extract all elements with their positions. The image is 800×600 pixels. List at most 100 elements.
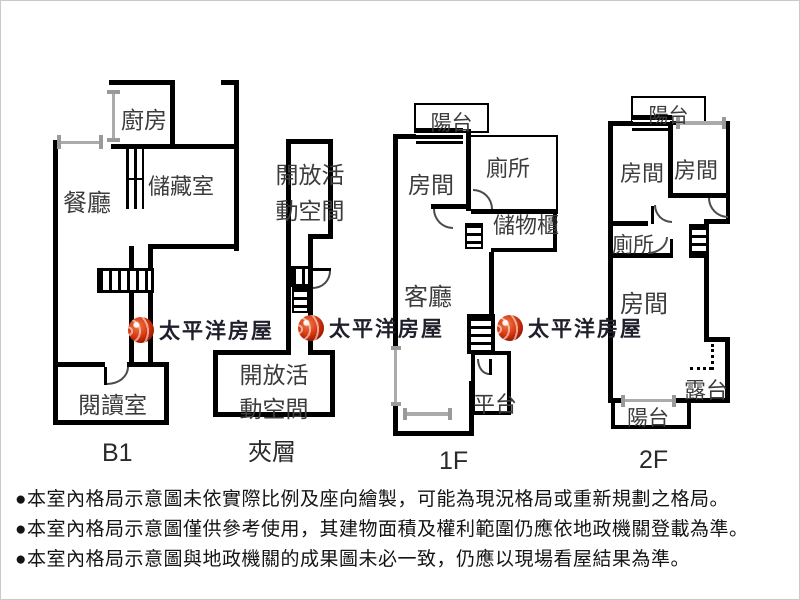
room-label-living: 客廳 [404, 284, 452, 311]
door-leaf [670, 239, 673, 255]
door-arc [313, 271, 331, 289]
wall [611, 403, 615, 429]
floor-label-b1: B1 [102, 439, 133, 467]
room-label-open-upper-2: 動空間 [275, 198, 345, 224]
door-arc [473, 189, 493, 209]
floor-plan-1f: 陽台 房間 廁所 儲物櫃 客廳 平台 1F [391, 101, 591, 475]
room-label-bedroom: 房間 [408, 172, 454, 198]
room-label-dining: 餐廳 [63, 190, 111, 217]
wall [393, 406, 398, 436]
room-label-bedroom-main: 房間 [620, 291, 668, 318]
room-label-open-lower-1: 開放活 [239, 362, 309, 388]
window [59, 141, 103, 144]
pacific-house-logo-icon [128, 317, 154, 343]
wall [608, 221, 648, 226]
window [679, 121, 726, 125]
wall [471, 135, 558, 137]
wall [725, 337, 730, 400]
wall [221, 80, 239, 85]
brand-name: 太平洋房屋 [528, 318, 643, 341]
room-label-platform: 平台 [473, 392, 518, 417]
window-bars [632, 115, 672, 131]
room-label-bedroom-right: 房間 [674, 158, 719, 183]
door-leaf [313, 268, 331, 271]
room-label-kitchen: 廚房 [121, 107, 167, 133]
window-bars [416, 128, 463, 144]
door-arc [708, 198, 728, 218]
wall [164, 362, 169, 424]
floor-plan-mezzanine: 開放活 動空間 開放活 動空間 夾層 [211, 136, 376, 471]
brand-watermark: 太平洋房屋 [298, 313, 444, 343]
wall [53, 140, 58, 425]
floor-plan-b1: 廚房 餐廳 儲藏室 閱讀室 B1 [51, 79, 243, 469]
door-arc [433, 209, 453, 229]
window-cap [57, 135, 61, 149]
disclaimer-block: ●本室內格局示意圖未依實際比例及座向繪製，可能為現況格局或重新規劃之格局。 ●本… [15, 485, 797, 575]
window-cap [676, 117, 680, 129]
stair-rail [126, 178, 144, 180]
wall [491, 248, 553, 252]
wall [608, 253, 673, 258]
window-cap [107, 90, 120, 94]
brand-name: 太平洋房屋 [159, 320, 274, 343]
window [624, 399, 674, 402]
stairs [689, 224, 709, 254]
wall [556, 135, 558, 213]
floor-label-mezzanine: 夾層 [248, 439, 296, 466]
wall [286, 139, 333, 144]
room-label-balcony: 陽台 [430, 112, 473, 135]
wall [471, 209, 558, 214]
wall [431, 204, 471, 209]
room-label-storage: 儲藏室 [148, 174, 215, 199]
room-label-toilet: 廁所 [612, 234, 654, 257]
wall [393, 431, 473, 436]
wall [689, 253, 709, 258]
stairs [290, 266, 311, 287]
room-label-open-lower-2: 動空間 [239, 396, 309, 422]
disclaimer-line-2: ●本室內格局示意圖僅供參考使用，其建物面積及權利範圍仍應依地政機關登載為準。 [15, 519, 749, 540]
wall [608, 121, 633, 126]
wall [608, 121, 613, 403]
pacific-house-logo-icon [298, 315, 324, 341]
terrace-dotted-line [711, 344, 714, 370]
wall [54, 362, 105, 367]
room-label-cabinet: 儲物櫃 [493, 213, 560, 238]
room-label-open-upper-1: 開放活 [275, 162, 345, 188]
room-label-terrace: 露台 [684, 378, 729, 403]
room-label-reading: 閱讀室 [78, 392, 147, 418]
room-label-bedroom-left: 房間 [620, 161, 665, 186]
entry-steps [465, 223, 483, 249]
floor-label-2f: 2F [639, 446, 669, 474]
wall [704, 219, 709, 337]
wall [53, 420, 169, 425]
door-arc [107, 367, 129, 385]
wall [148, 246, 153, 363]
wall [234, 80, 239, 251]
window [112, 92, 115, 142]
stairs [292, 287, 309, 313]
brand-name: 太平洋房屋 [329, 318, 444, 341]
wall [308, 234, 313, 351]
wall [466, 129, 471, 211]
stairs [97, 268, 154, 293]
brand-watermark: 太平洋房屋 [497, 313, 643, 343]
door-hatch [489, 359, 497, 375]
room-label-toilet: 廁所 [486, 156, 531, 181]
wall [706, 219, 730, 224]
open-space-room [213, 350, 335, 417]
pacific-house-logo-icon [497, 315, 523, 341]
window [406, 412, 449, 416]
window [394, 348, 397, 404]
window-cap [391, 402, 401, 406]
door-leaf [104, 367, 107, 385]
room-label-balcony-bottom: 陽台 [627, 407, 669, 430]
wall [308, 234, 333, 239]
window-cap [722, 117, 726, 129]
door-arc [654, 205, 672, 223]
wall [109, 80, 175, 85]
room-label-balcony-top: 陽台 [648, 105, 689, 127]
wall [687, 403, 691, 429]
disclaimer-line-1: ●本室內格局示意圖未依實際比例及座向繪製，可能為現況格局或重新規劃之格局。 [15, 489, 729, 510]
wall [328, 139, 333, 239]
